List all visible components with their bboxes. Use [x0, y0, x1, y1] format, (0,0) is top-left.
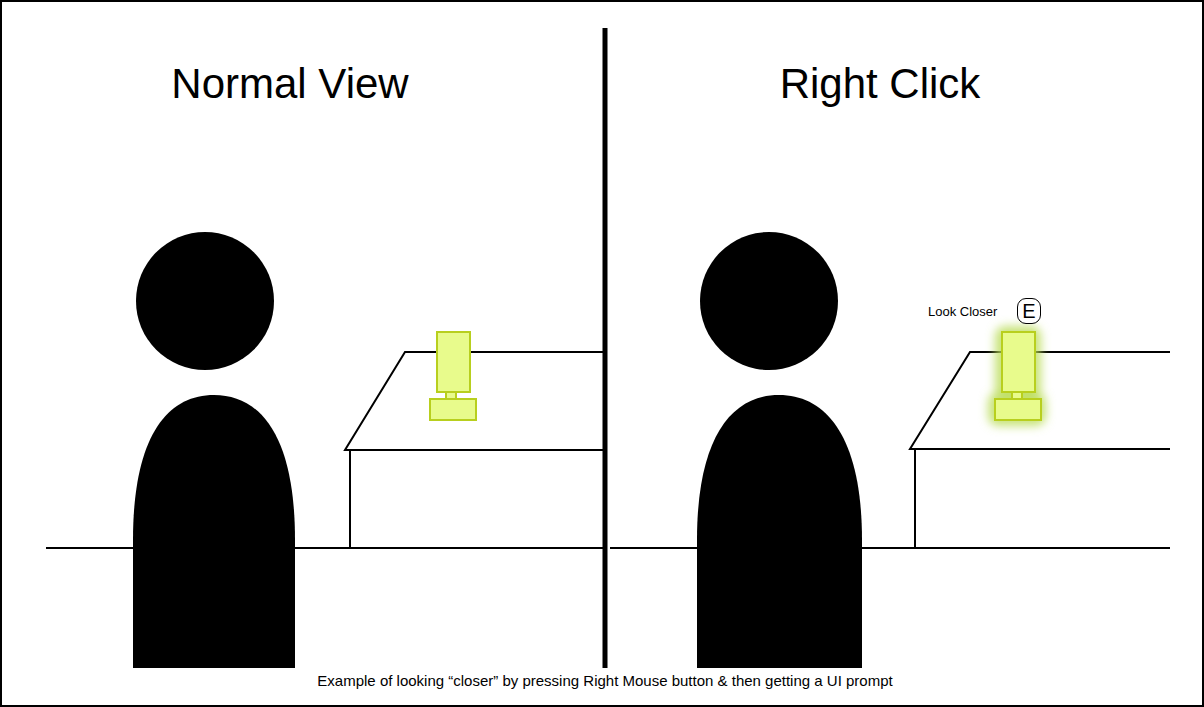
- table-top: [345, 352, 605, 450]
- highlight-glow: [988, 326, 1046, 426]
- panel-heading: Normal View: [171, 60, 408, 108]
- person-body: [697, 395, 862, 668]
- object-body: [437, 332, 470, 392]
- normal-view-scene: [46, 232, 605, 668]
- person-body: [133, 395, 295, 668]
- floor-line: [46, 547, 605, 549]
- right-click-scene: [610, 232, 1170, 668]
- figure-caption: Example of looking “closer” by pressing …: [317, 672, 892, 689]
- table-leg: [914, 449, 916, 548]
- panel-divider: [603, 28, 608, 668]
- key-prompt-box: E: [1017, 298, 1041, 324]
- person-head: [136, 232, 274, 370]
- panel-heading: Right Click: [780, 60, 981, 108]
- prompt-text: Look Closer: [928, 304, 997, 319]
- person-head: [700, 232, 838, 370]
- table-leg: [349, 450, 351, 548]
- object-base: [995, 399, 1041, 420]
- object-base: [430, 399, 476, 420]
- floor-line: [610, 547, 1170, 549]
- object-body: [1002, 332, 1035, 392]
- key-letter: E: [1022, 300, 1035, 323]
